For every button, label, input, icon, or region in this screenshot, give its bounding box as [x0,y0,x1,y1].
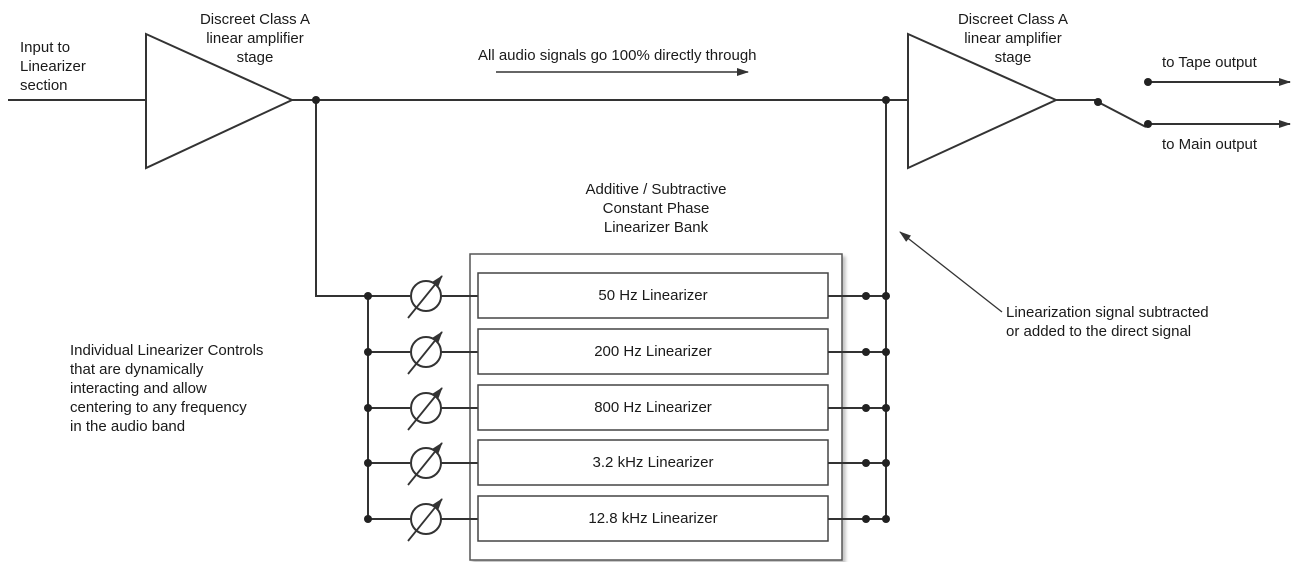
output-switch-lever [1097,101,1147,128]
linearizer-1-box [477,328,829,375]
linearizer-4-control-node [364,515,372,523]
linearization-note: Linearization signal subtracted or added… [1006,304,1209,340]
linearizer-3-box [477,439,829,486]
linearizer-0-return-node [882,292,890,300]
linearization-note-arrow [899,231,1003,313]
linearizer-3-output-node [862,459,870,467]
linearizer-3-control-node [364,459,372,467]
tape-output-label: to Tape output [1162,54,1257,71]
tape-contact-node [1144,78,1152,86]
linearizer-1-label: 200 Hz Linearizer [594,343,712,360]
send-bus-wire [315,100,368,297]
linearizer-2-label: 800 Hz Linearizer [594,399,712,416]
linearizer-2-output-node [862,404,870,412]
linearizer-0-label: 50 Hz Linearizer [598,287,708,304]
linearizer-4-adjust-arrow [407,498,443,542]
linearizer-0-adjust-arrow [407,275,443,319]
linearizer-3-adjust-arrow [407,442,443,486]
direct-path-label: All audio signals go 100% directly throu… [478,47,757,64]
linearizer-2-return-node [882,404,890,412]
bank-title: Additive / Subtractive Constant Phase Li… [585,181,727,236]
linearizer-2-adjust-arrow [407,387,443,431]
linearizer-1-adjust-arrow [407,331,443,375]
linearizer-4-output-node [862,515,870,523]
controls-note: Individual Linearizer Controls that are … [70,342,264,435]
amplifier-2-label: Discreet Class A linear amplifier stage [957,11,1069,66]
switch-pivot-node [1094,98,1102,106]
linearizer-3-return-node [882,459,890,467]
junction-node-return [882,96,890,104]
linearizer-1-control-node [364,348,372,356]
linearizer-0-control-node [364,292,372,300]
linearizer-4-box [477,495,829,542]
amplifier-2-triangle [907,32,1059,170]
linearizer-2-control-node [364,404,372,412]
junction-node-send [312,96,320,104]
linearizer-1-output-node [862,348,870,356]
main-output-label: to Main output [1162,136,1258,153]
linearizer-0-box [477,272,829,319]
linearizer-1-return-node [882,348,890,356]
linearizer-4-label: 12.8 kHz Linearizer [588,510,718,527]
linearizer-0-output-node [862,292,870,300]
linearizer-4-return-node [882,515,890,523]
amplifier-1-triangle [145,32,295,170]
main-contact-node [1144,120,1152,128]
input-label: Input to Linearizer section [20,39,86,94]
amplifier-1-label: Discreet Class A linear amplifier stage [199,11,311,66]
linearizer-2-box [477,384,829,431]
linearizer-3-label: 3.2 kHz Linearizer [592,454,714,471]
